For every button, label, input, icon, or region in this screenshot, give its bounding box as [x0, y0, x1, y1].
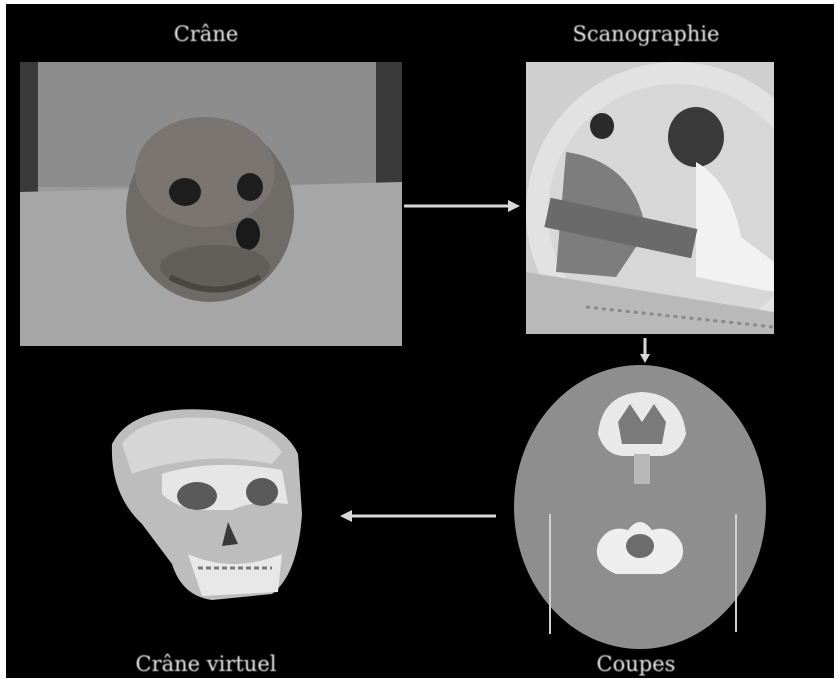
ct-slice-panel: [512, 364, 768, 650]
label-scan: Scanographie: [546, 22, 746, 46]
arrow-down-icon: [640, 338, 650, 364]
arrow-left-icon: [340, 508, 496, 524]
label-slice: Coupes: [566, 652, 706, 676]
label-skull: Crâne: [146, 22, 266, 46]
ct-slice-icon: [512, 364, 768, 650]
skull-photo-panel: [20, 62, 402, 346]
label-virtual-skull: Crâne virtuel: [106, 652, 306, 676]
ct-scanner-photo-panel: [526, 62, 774, 334]
virtual-skull-render-icon: [102, 404, 312, 604]
diagram-frame: Crâne Scanographie Crâne virtuel Coupes: [6, 4, 834, 678]
arrow-right-icon: [404, 198, 522, 214]
virtual-skull-panel: [102, 404, 312, 604]
skull-photo-icon: [20, 62, 402, 346]
ct-scanner-photo-icon: [526, 62, 774, 334]
